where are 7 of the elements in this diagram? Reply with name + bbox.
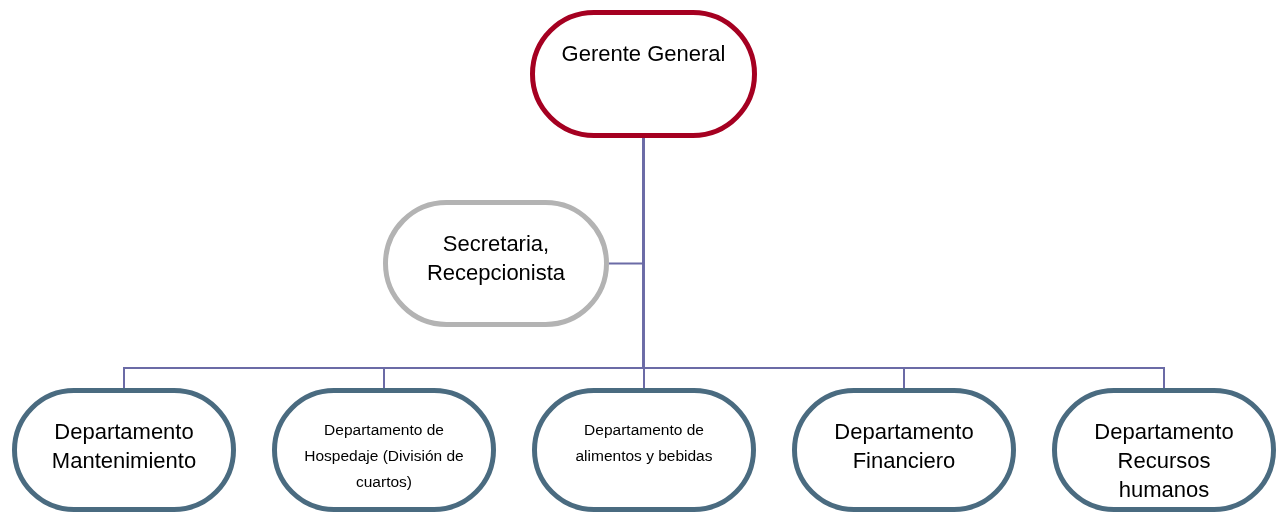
node-label: Departamento Financiero xyxy=(833,418,975,475)
node-label: Departamento Mantenimiento xyxy=(50,418,198,475)
node-label: Gerente General xyxy=(561,40,726,68)
node-label: Departamento de alimentos y bebidas xyxy=(574,420,714,466)
node-label: Secretaria, Recepcionista xyxy=(425,230,567,287)
node-label: Departamento de Hospedaje (División de cuartos) xyxy=(303,420,465,492)
node-label: Departamento Recursos humanos xyxy=(1093,418,1235,504)
